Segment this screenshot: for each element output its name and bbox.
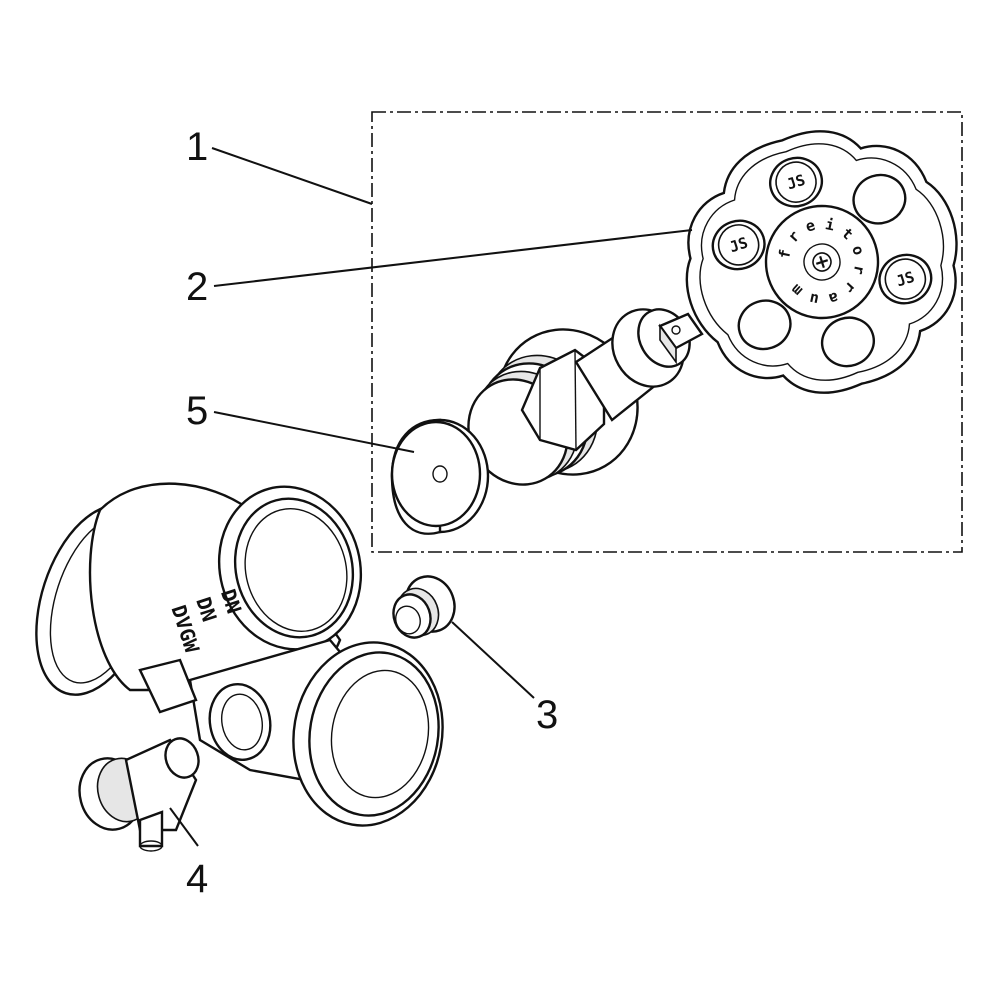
leader-line-2 <box>213 229 693 287</box>
handwheel-rim-inner <box>699 143 945 381</box>
callout-2: 2 <box>186 265 208 309</box>
washer <box>390 418 490 535</box>
logo-badge: JS <box>884 258 927 300</box>
leader-line-1 <box>211 147 373 205</box>
drain-valve <box>78 737 200 852</box>
callout-4: 4 <box>186 857 208 901</box>
valve-body-inlet-ring <box>308 651 440 817</box>
leader-line-4 <box>169 807 199 847</box>
handwheel-opening <box>820 316 875 368</box>
valve-headpiece <box>467 308 704 486</box>
ring-letter: i <box>824 215 837 234</box>
handwheel-opening <box>737 299 792 351</box>
valve-body-inlet-inner <box>330 669 430 799</box>
ring-letter: f <box>775 248 794 261</box>
ring-letter: r <box>849 264 868 277</box>
logo-mark: JS <box>727 234 750 257</box>
logo-mark: JS <box>894 268 917 291</box>
plug <box>392 575 456 639</box>
ring-letter: u <box>808 289 821 308</box>
handwheel-screw-icon <box>812 252 832 272</box>
handwheel-hub-inner <box>803 243 841 281</box>
washer-hole <box>432 465 448 483</box>
valve-body-drain-stub <box>138 658 198 714</box>
valve-body-bonnet-opening <box>233 497 355 639</box>
logo-badge: JS <box>717 224 760 266</box>
callout-5: 5 <box>186 389 208 433</box>
leader-line-3 <box>451 621 535 699</box>
plug-thread <box>392 593 432 639</box>
leader-line-5 <box>213 411 415 453</box>
assembly-group-frame <box>371 111 963 553</box>
valve-body: DN DN DVGW <box>35 482 444 827</box>
logo-mark: JS <box>785 171 808 194</box>
callout-1: 1 <box>186 125 208 169</box>
handwheel-opening <box>852 173 907 225</box>
drain-valve-top-port <box>164 737 200 779</box>
callout-3: 3 <box>536 693 558 737</box>
washer-face <box>390 420 482 528</box>
logo-badge: JS <box>775 161 817 203</box>
